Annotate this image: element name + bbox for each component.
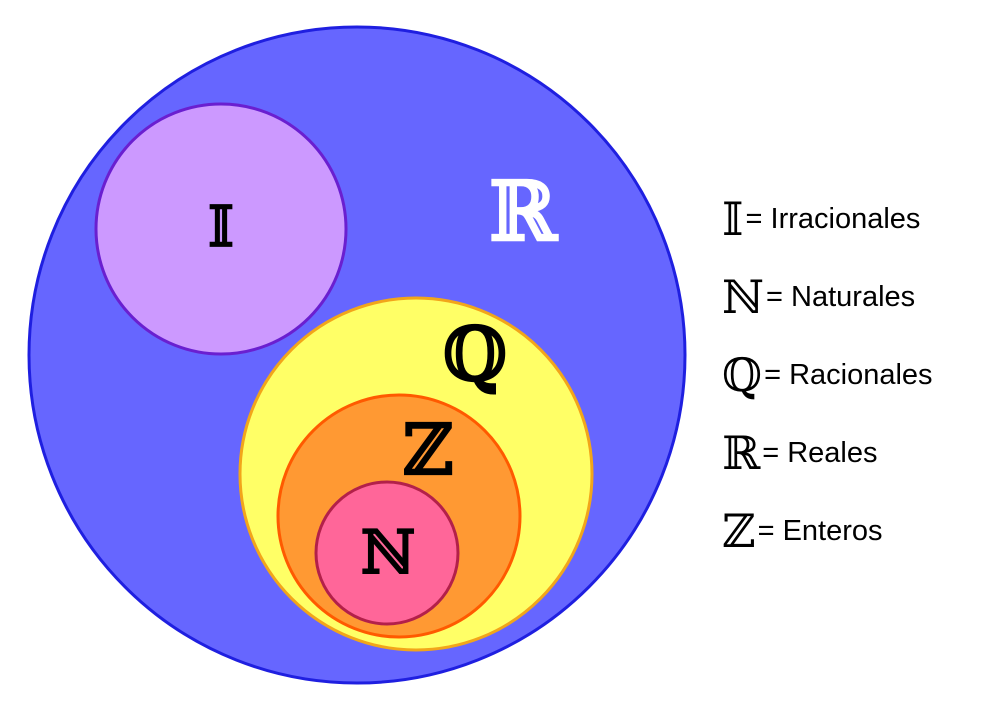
natural-set-label: ℕ [361,518,416,588]
real-set-label: ℝ [489,164,559,260]
legend-text: = Reales [762,436,878,469]
legend-item-integer: ℤ = Enteros [722,492,933,570]
legend-text: = Irracionales [745,202,921,235]
legend-symbol: 𝕀 [722,192,744,246]
irrational-numbers-circle [94,102,348,356]
legend-symbol: ℚ [722,348,763,402]
legend: 𝕀 = Irracionales ℕ = Naturales ℚ = Racio… [722,180,933,570]
legend-symbol: ℤ [722,504,756,558]
legend-item-irrational: 𝕀 = Irracionales [722,180,933,258]
irrational-set-label: 𝕀 [208,194,234,260]
legend-text: = Naturales [766,280,916,313]
legend-item-natural: ℕ = Naturales [722,258,933,336]
legend-text: = Racionales [764,358,933,391]
legend-symbol: ℝ [722,426,761,480]
legend-item-real: ℝ = Reales [722,414,933,492]
rational-set-label: ℚ [443,312,507,398]
integer-set-label: ℤ [402,408,453,491]
natural-numbers-circle [314,480,460,626]
legend-text: = Enteros [757,514,883,547]
legend-item-rational: ℚ = Racionales [722,336,933,414]
legend-symbol: ℕ [722,270,765,324]
